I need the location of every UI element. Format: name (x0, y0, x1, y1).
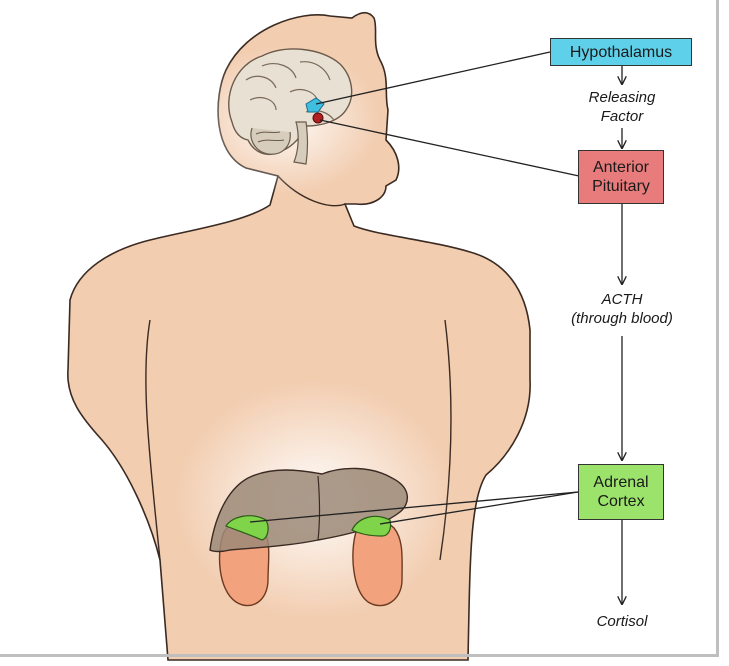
frame-right-edge (716, 0, 719, 654)
anterior-pituitary-line2: Pituitary (592, 177, 650, 196)
acth-line1: ACTH (552, 290, 692, 309)
acth-label: ACTH (through blood) (552, 290, 692, 328)
anterior-pituitary-line1: Anterior (593, 158, 649, 177)
cortisol-label: Cortisol (562, 612, 682, 631)
adrenal-cortex-line2: Cortex (597, 492, 644, 511)
anterior-pituitary-box: Anterior Pituitary (578, 150, 664, 204)
hypothalamus-box: Hypothalamus (550, 38, 692, 66)
releasing-factor-line1: Releasing (562, 88, 682, 107)
pituitary-marker (313, 113, 323, 123)
releasing-factor-line2: Factor (562, 107, 682, 126)
acth-line2: (through blood) (552, 309, 692, 328)
adrenal-cortex-box: Adrenal Cortex (578, 464, 664, 520)
adrenal-cortex-line1: Adrenal (593, 473, 648, 492)
frame-bottom-edge (0, 654, 719, 657)
releasing-factor-label: Releasing Factor (562, 88, 682, 126)
hypothalamus-label: Hypothalamus (570, 43, 672, 62)
